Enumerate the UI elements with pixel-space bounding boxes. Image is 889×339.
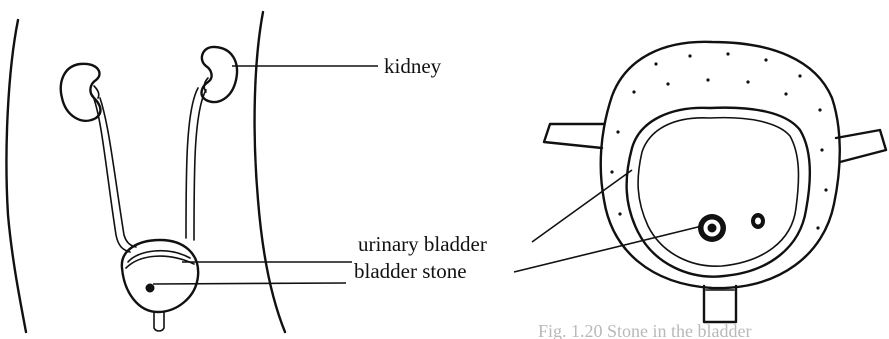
small-bladder: [122, 240, 198, 331]
figure-caption: Fig. 1.20 Stone in the bladder: [538, 321, 889, 339]
urinary-bladder-label: urinary bladder: [358, 234, 487, 255]
bladder-cross-section: [544, 42, 886, 322]
left-kidney: [61, 64, 101, 121]
bladder-stone-leader-right: [514, 226, 702, 272]
ureters: [93, 88, 206, 252]
small-bladder-stone: [751, 213, 765, 229]
bladder-stone-leader-left: [153, 283, 346, 284]
wall-texture-dots: [610, 52, 827, 229]
bladder-stone-label: bladder stone: [354, 261, 467, 282]
large-bladder-stone: [698, 214, 726, 242]
right-kidney: [202, 47, 237, 102]
kidney-label: kidney: [384, 56, 441, 77]
urinary-bladder-leader-right: [532, 170, 632, 242]
